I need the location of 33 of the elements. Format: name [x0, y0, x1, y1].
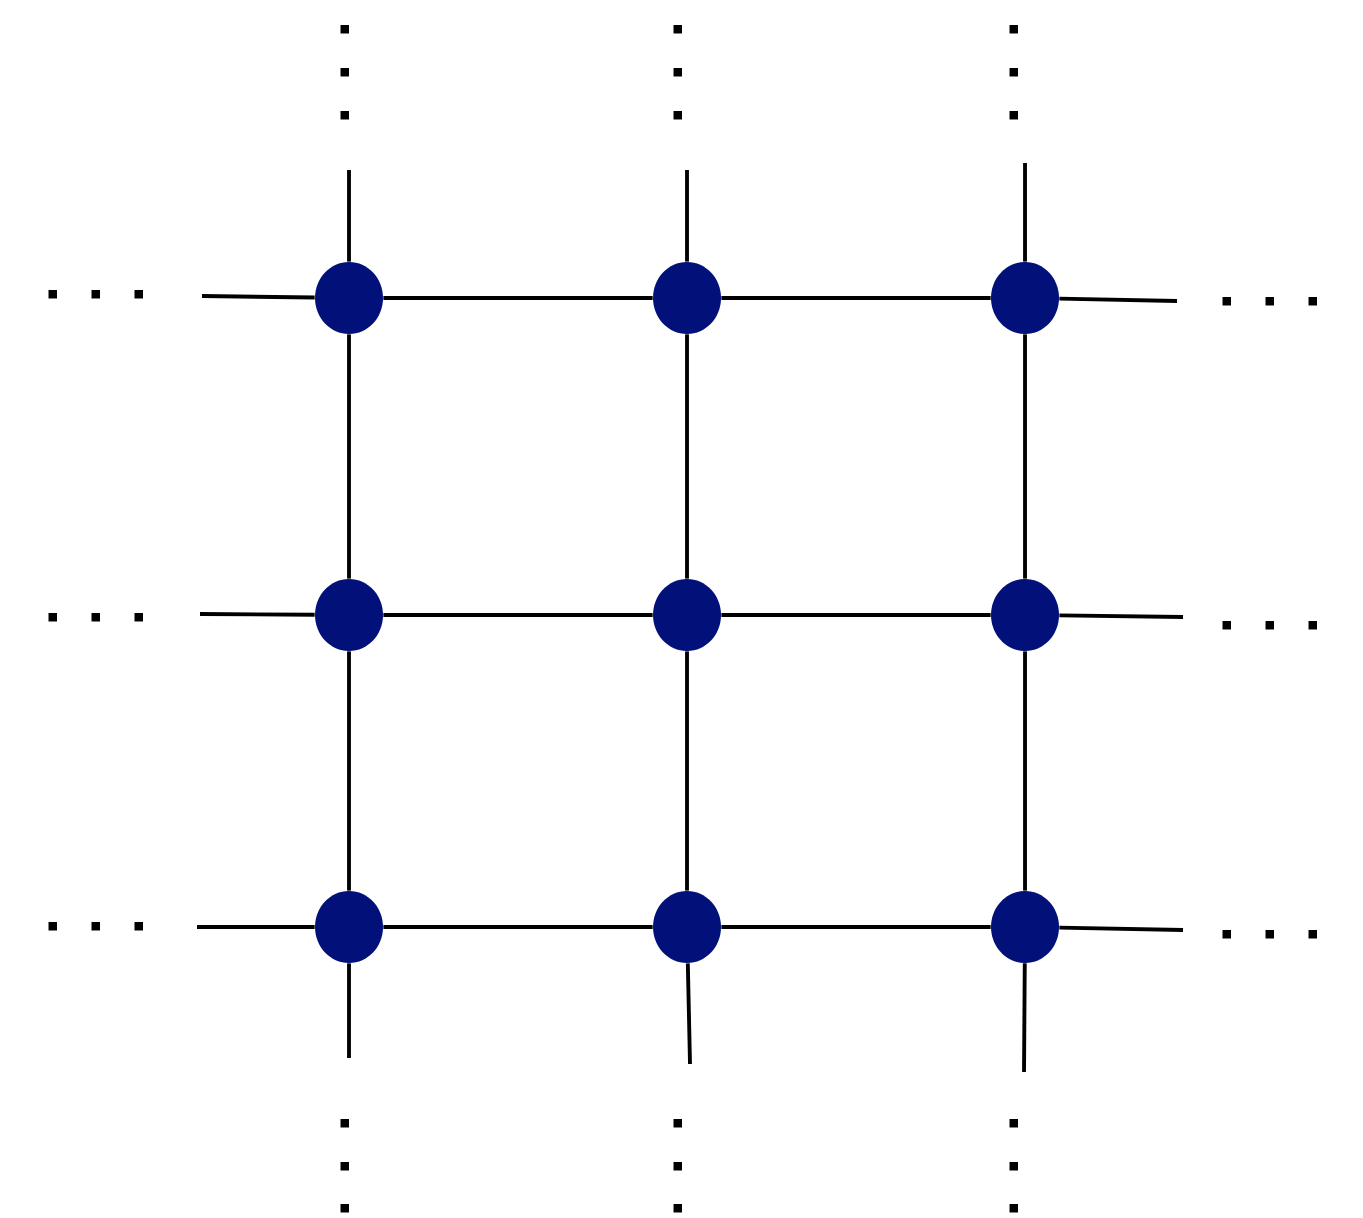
grid-line: [685, 651, 689, 891]
grid-line: [383, 613, 653, 617]
grid-line: [347, 170, 351, 262]
grid-line: [1023, 334, 1027, 579]
grid-line: [721, 296, 991, 300]
grid-node: [653, 262, 721, 334]
grid-line: [347, 651, 351, 891]
grid-line: [721, 925, 991, 929]
grid-line: [721, 613, 991, 617]
grid-node: [315, 891, 383, 963]
grid-line: [1022, 963, 1027, 1072]
grid-line: [197, 925, 315, 929]
grid-line: [1059, 296, 1178, 303]
grid-line: [347, 334, 351, 579]
grid-line: [1023, 651, 1027, 891]
grid-line: [383, 925, 653, 929]
grid-node: [315, 262, 383, 334]
grid-node: [991, 262, 1059, 334]
grid-line: [685, 170, 689, 262]
grid-line: [383, 296, 653, 300]
grid-node: [653, 579, 721, 651]
grid-node: [991, 579, 1059, 651]
grid-line: [200, 612, 315, 617]
grid-line: [1059, 925, 1184, 932]
grid-line: [347, 963, 351, 1058]
grid-node: [991, 891, 1059, 963]
grid-line: [1023, 163, 1027, 262]
grid-line: [1059, 613, 1184, 619]
grid-node: [315, 579, 383, 651]
grid-line: [685, 963, 692, 1065]
grid-line: [201, 294, 315, 300]
grid-node: [653, 891, 721, 963]
grid-line: [685, 334, 689, 579]
